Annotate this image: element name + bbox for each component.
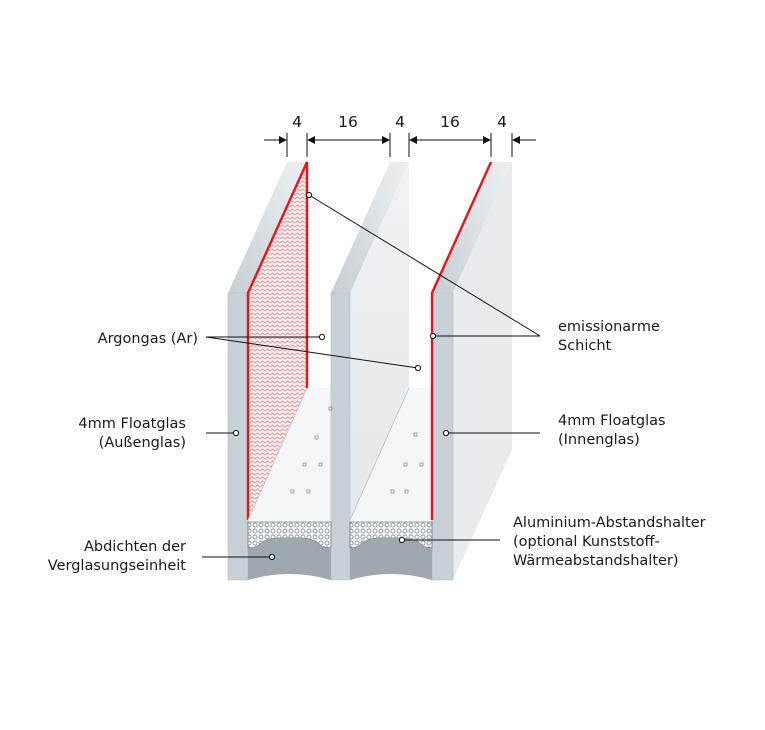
leader-dots — [232, 191, 450, 561]
argon-gas-region — [248, 162, 307, 520]
label-seal-line2: Verglasungseinheit — [48, 558, 187, 574]
dimension-left-gap: 16 — [338, 113, 358, 131]
label-spacer-line1: Aluminium-Abstandshalter — [513, 515, 706, 531]
left-cavity-floor — [248, 388, 331, 520]
dimension-lines — [264, 133, 536, 157]
label-low-e-line2: Schicht — [558, 338, 612, 354]
dimension-inner-glass: 4 — [497, 113, 507, 131]
low-e-coating-outer — [246, 161, 309, 520]
sealant-right — [350, 538, 432, 580]
low-e-coating-inner — [430, 161, 493, 520]
label-inner-glass-line2: (Innenglas) — [558, 432, 640, 448]
label-inner-glass-line1: 4mm Floatglas — [558, 413, 666, 429]
dimension-outer-glass: 4 — [292, 113, 302, 131]
label-outer-glass-line1: 4mm Floatglas — [78, 416, 186, 432]
label-seal-line1: Abdichten der — [84, 539, 186, 555]
dimension-right-gap: 16 — [440, 113, 460, 131]
label-spacer-line2: (optional Kunststoff- — [513, 534, 660, 550]
label-spacer-line3: Wärmeabstandshalter) — [513, 553, 679, 569]
label-low-e-line1: emissionarme — [558, 319, 660, 335]
leader-lines — [202, 194, 541, 558]
right-cavity — [247, 387, 432, 521]
sealant-left — [248, 538, 331, 580]
inner-glass-pane — [431, 162, 512, 581]
label-outer-glass-line2: (Außenglas) — [99, 435, 186, 451]
dimension-middle-glass: 4 — [395, 113, 405, 131]
label-argon-gas: Argongas (Ar) — [98, 331, 198, 347]
